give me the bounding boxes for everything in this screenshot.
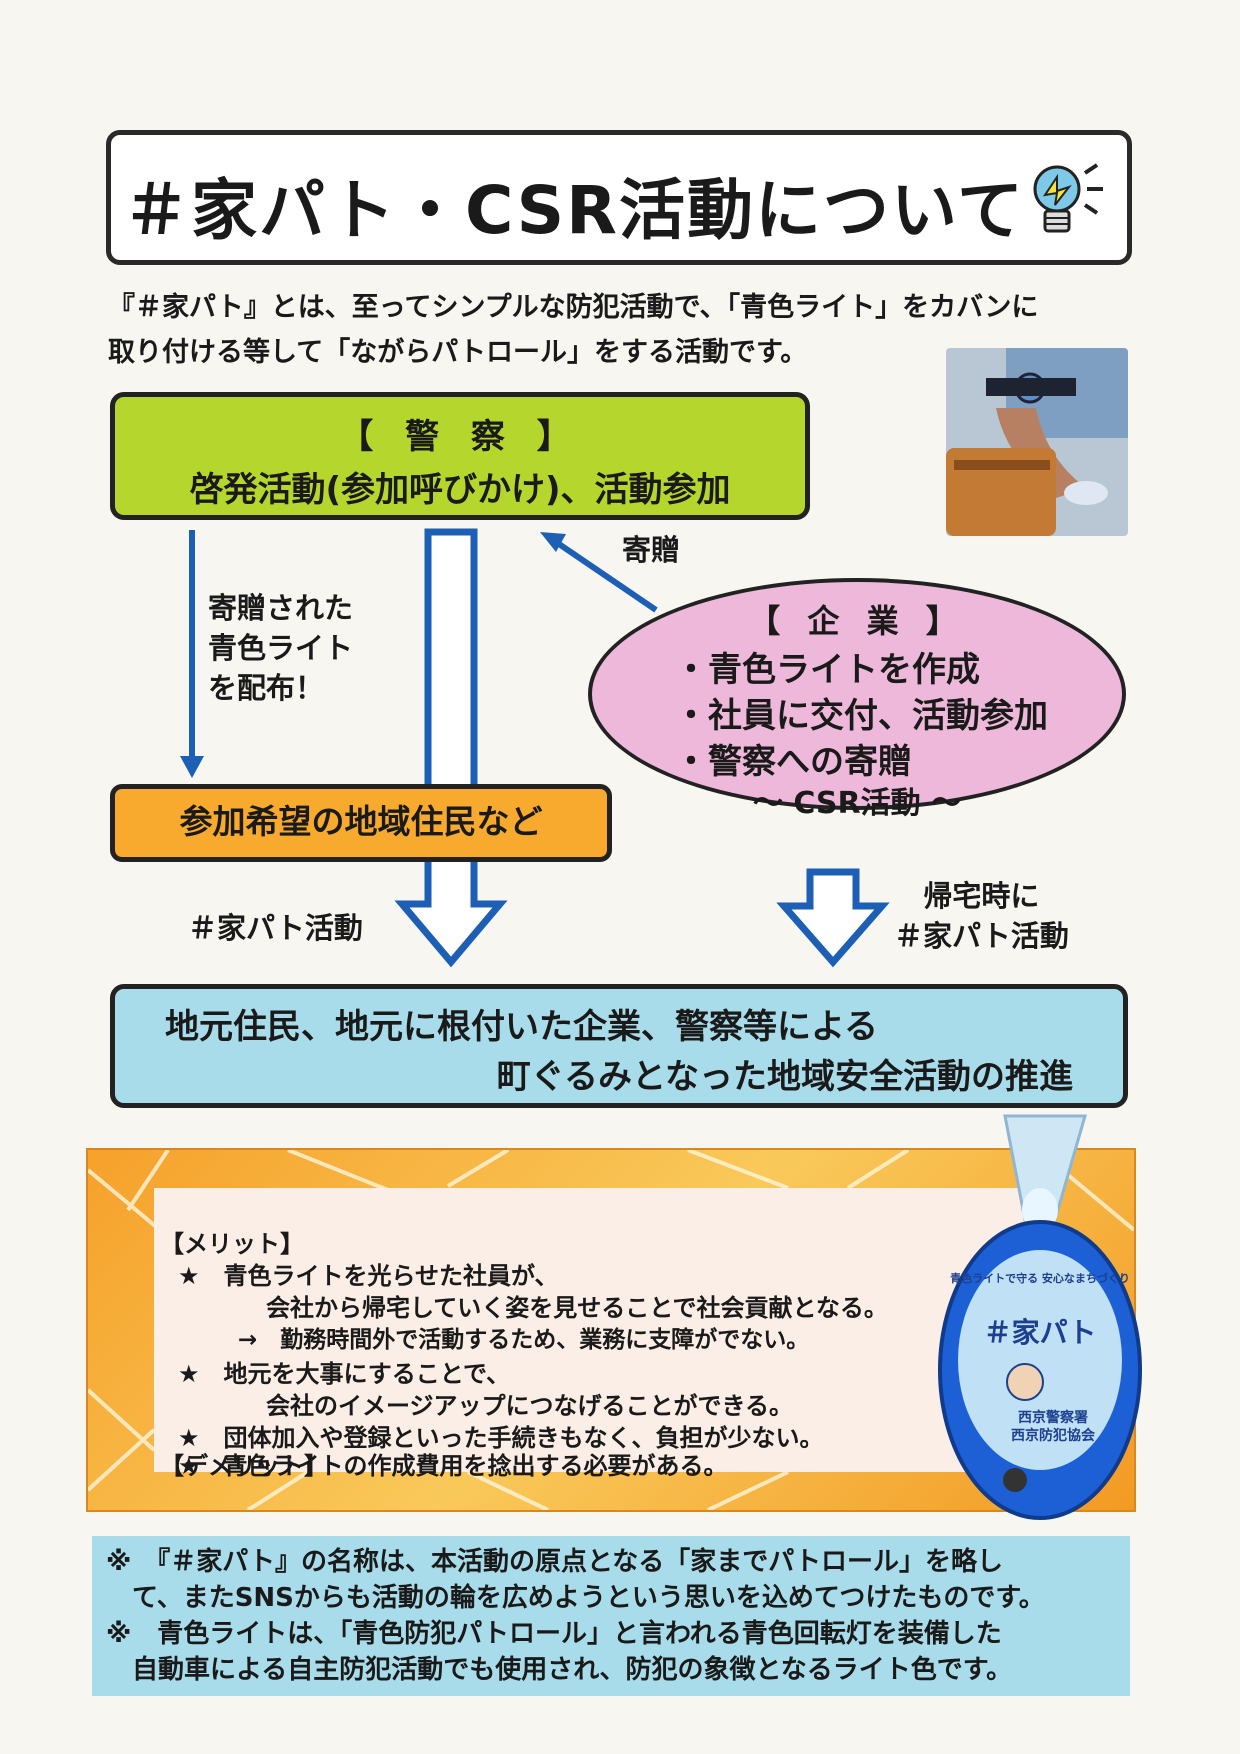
distribute-line-2: 青色ライト [208, 631, 354, 665]
blue-light-keychain: 青色ライトで守る 安心なまちづくり ＃家パト 西京警察署 西京防犯協会 [938, 1114, 1142, 1520]
donation-label: 寄贈 [622, 533, 681, 567]
police-box: 【 警 察 】 啓発活動(参加呼びかけ)、活動参加 [110, 392, 810, 520]
notes-box: ※ 『＃家パト』の名称は、本活動の原点となる「家までパトロール」を略し て、また… [92, 1536, 1130, 1696]
merit-line: 会社のイメージアップにつなげることができる。 [266, 1392, 794, 1420]
company-item: ・警察への寄贈 [674, 742, 912, 782]
police-description: 啓発活動(参加呼びかけ)、活動参加 [189, 470, 731, 510]
distribute-line-1: 寄贈された [208, 591, 354, 625]
merit-header: 【メリット】 [160, 1230, 304, 1258]
merit-line: ★ 団体加入や登録といった手続きもなく、負担が少ない。 [178, 1424, 824, 1452]
result-box: 地元住民、地元に根付いた企業、警察等による 町ぐるみとなった地域安全活動の推進 [110, 984, 1128, 1108]
intro-line-1: 『＃家パト』とは、至ってシンプルな防犯活動で、「青色ライト」をカバンに [108, 292, 1039, 323]
keychain-org-1: 西京警察署 [1018, 1409, 1088, 1426]
company-item: ・社員に交付、活動参加 [674, 696, 1048, 736]
keychain-badge: ＃家パト [984, 1316, 1097, 1349]
iepato-activity-label: ＃家パト活動 [188, 911, 363, 945]
result-line-2: 町ぐるみとなった地域安全活動の推進 [496, 1057, 1073, 1097]
company-title: 【 企 業 】 [748, 602, 966, 640]
note-line: 自動車による自主防犯活動でも使用され、防犯の象徴となるライト色です。 [132, 1655, 1013, 1685]
bag-with-blue-light-photo [946, 348, 1128, 536]
police-title: 【 警 察 】 [339, 417, 581, 457]
company-ellipse: 【 企 業 】 ・青色ライトを作成 ・社員に交付、活動参加 ・警察への寄贈 ～ … [588, 578, 1126, 821]
company-item: ・青色ライトを作成 [674, 650, 980, 690]
on-way-home-line-2: ＃家パト活動 [894, 919, 1069, 953]
note-line: て、またSNSからも活動の輪を広めようという思いを込めてつけたものです。 [132, 1583, 1045, 1613]
page-title: ＃家パト・CSR活動について [122, 172, 1026, 249]
result-line-1: 地元住民、地元に根付いた企業、警察等による [165, 1007, 878, 1047]
intro-line-2: 取り付ける等して「ながらパトロール」をする活動です。 [108, 337, 808, 368]
note-line: ※ 青色ライトは、「青色防犯パトロール」と言われる青色回転灯を装備した [106, 1619, 1002, 1649]
merit-content: 【メリット】 ★ 青色ライトを光らせた社員が、 会社から帰宅していく姿を見せるこ… [154, 1188, 1024, 1480]
merit-line: ★ 地元を大事にすることで、 [178, 1360, 511, 1388]
demerit-header: 【デメリット】 [160, 1452, 328, 1480]
residents-box: 参加希望の地域住民など [110, 784, 612, 862]
on-way-home-label: 帰宅時に ＃家パト活動 [894, 876, 1069, 956]
on-way-home-line-1: 帰宅時に [923, 879, 1040, 913]
intro-text: 『＃家パト』とは、至ってシンプルな防犯活動で、「青色ライト」をカバンに 取り付け… [108, 285, 1138, 375]
distribute-line-3: を配布！ [208, 671, 325, 705]
merit-line: 会社から帰宅していく姿を見せることで社会貢献となる。 [266, 1294, 888, 1322]
merit-line: ★ 青色ライトを光らせた社員が、 [178, 1262, 559, 1290]
keychain-org-2: 西京防犯協会 [1011, 1427, 1096, 1444]
merit-line: → 勤務時間外で活動するため、業務に支障がでない。 [238, 1327, 810, 1353]
distribute-label: 寄贈された 青色ライト を配布！ [208, 588, 353, 708]
flow-arrows [180, 528, 890, 968]
company-csr-label: ～ CSR活動 ～ [752, 786, 962, 821]
lightbulb-icon [1033, 163, 1103, 233]
note-line: ※ 『＃家パト』の名称は、本活動の原点となる「家までパトロール」を略し [106, 1547, 1004, 1577]
demerit-line: ★ 青色ライトの作成費用を捻出する必要がある。 [178, 1452, 728, 1480]
keychain-arc-text: 青色ライトで守る 安心なまちづくり [950, 1271, 1130, 1285]
title-box: ＃家パト・CSR活動について [106, 130, 1132, 265]
